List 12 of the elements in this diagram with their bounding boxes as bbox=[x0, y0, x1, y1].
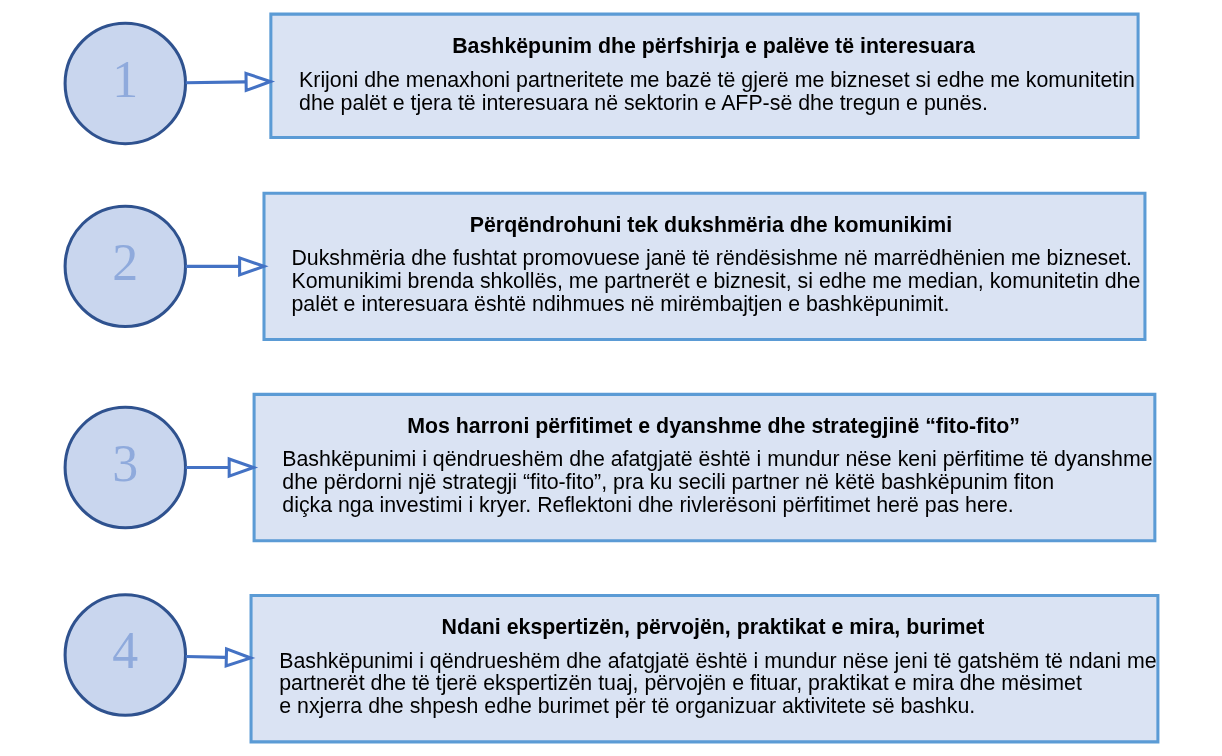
arrow bbox=[185, 71, 275, 93]
node-circle: 4 bbox=[63, 593, 187, 717]
arrow bbox=[185, 456, 258, 479]
node-box: Bashkëpunim dhe përfshirja e palëve të interesuara Krijoni dhe menaxhoni partneritete me bazë të gjerë me bizneset si edhe me komunitetin dhe palët e tjera të interesuara në sektorin e AFP-së dhe tregun e punës. bbox=[268, 12, 1140, 140]
arrow bbox=[185, 255, 269, 278]
node-box: Ndani ekspertizën, përvojën, praktikat e mira, burimet Bashkëpunimi i qëndrueshëm dhe afatgjatë është i mundur nëse jeni të gatshëm të ndani me partnerët dhe të tjerë ekspertizën tuaj, përvojën e fituar, praktikat e mira dhe mësimet e nxjerra dhe shpesh edhe burimet për të organizuar aktivitete së bashku. bbox=[249, 594, 1159, 744]
node-box: Përqëndrohuni tek dukshmëria dhe komunikimi Dukshmëria dhe fushtat promovuese janë të rëndësishme në marrëdhënien me bizneset. Komunikimi brenda shkollës, me partnerët e biznesit, si edhe me median, komunitetin dhe palët e interesuara është ndihmues në mirëmbajtjen e bashkëpunimit. bbox=[261, 191, 1146, 342]
node-box: Mos harroni përfitimet e dyanshme dhe strategjinë “fito-fito” Bashkëpunimi i qëndrueshëm dhe afatgjatë është i mundur nëse keni përfitime të dyanshme dhe përdorni një strategji “fito-fito”, pra ku secili partner në këtë bashkëpunim fiton diçka nga investimi i kryer. Reflektoni dhe rivlerësoni përfitimet herë pas here. bbox=[252, 392, 1156, 543]
node-circle: 3 bbox=[63, 405, 187, 530]
arrow bbox=[185, 646, 255, 669]
node-circle: 1 bbox=[63, 21, 187, 146]
node-circle: 2 bbox=[63, 204, 187, 329]
